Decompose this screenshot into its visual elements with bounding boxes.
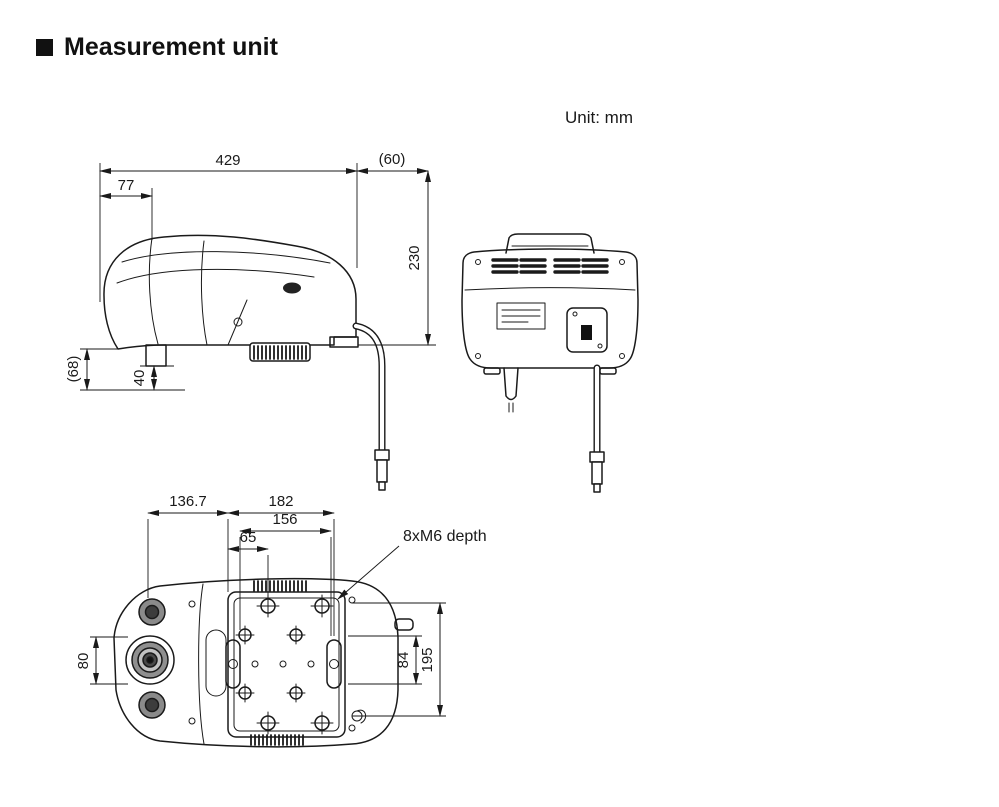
side-view-device — [103, 234, 390, 491]
foot-left — [483, 367, 501, 375]
dim-label-60: (60) — [379, 151, 406, 168]
bottom-view-dimensions: 136.7 182 156 65 80 84 195 8xM6 depth — [75, 493, 487, 717]
dim-label-80: 80 — [75, 653, 92, 670]
top-handle — [505, 233, 595, 254]
tripod-mount — [125, 635, 175, 685]
dim-label-136-7: 136.7 — [169, 493, 207, 510]
dim-label-40: 40 — [131, 370, 148, 387]
thread-note-leader — [337, 545, 400, 600]
bottom-view: 136.7 182 156 65 80 84 195 8xM6 depth — [75, 493, 487, 748]
connector-panel — [566, 307, 608, 353]
unit-note: Unit: mm — [565, 108, 633, 127]
rear-view-device — [461, 233, 639, 493]
side-view-dimensions: 429 (60) 77 230 (68) 40 — [65, 151, 436, 391]
rear-foot — [329, 336, 359, 348]
dim-label-77: 77 — [118, 177, 135, 194]
cable-stub — [394, 618, 414, 631]
mounting-slots — [225, 639, 342, 689]
front-foot — [145, 344, 167, 367]
vent-grille — [249, 342, 311, 362]
section-marker-icon — [36, 39, 53, 56]
dim-label-65: 65 — [240, 529, 257, 546]
bottom-vents — [250, 580, 307, 746]
cable-connector — [374, 449, 390, 461]
foot-right — [599, 367, 617, 375]
handle-slot — [205, 629, 227, 697]
lens-detail — [283, 282, 301, 294]
dim-label-84: 84 — [395, 652, 412, 669]
rating-label — [496, 302, 546, 330]
dim-label-68: (68) — [65, 356, 82, 383]
dim-label-429: 429 — [215, 152, 240, 169]
m6-holes — [235, 594, 334, 735]
rear-view — [461, 233, 639, 493]
thread-note-label: 8xM6 depth — [403, 528, 487, 545]
bottom-view-device — [113, 577, 414, 748]
cable-boot — [503, 367, 519, 401]
power-connector — [581, 325, 592, 340]
cable-connector — [589, 451, 605, 463]
side-view: 429 (60) 77 230 (68) 40 — [65, 151, 436, 491]
dim-label-156: 156 — [272, 511, 297, 528]
dim-label-182: 182 — [268, 493, 293, 510]
dim-label-195: 195 — [419, 647, 436, 672]
rear-vent-slots — [491, 258, 609, 274]
section-header: Measurement unit — [36, 33, 278, 62]
dim-label-230: 230 — [406, 245, 423, 270]
page-title: Measurement unit — [64, 33, 278, 61]
